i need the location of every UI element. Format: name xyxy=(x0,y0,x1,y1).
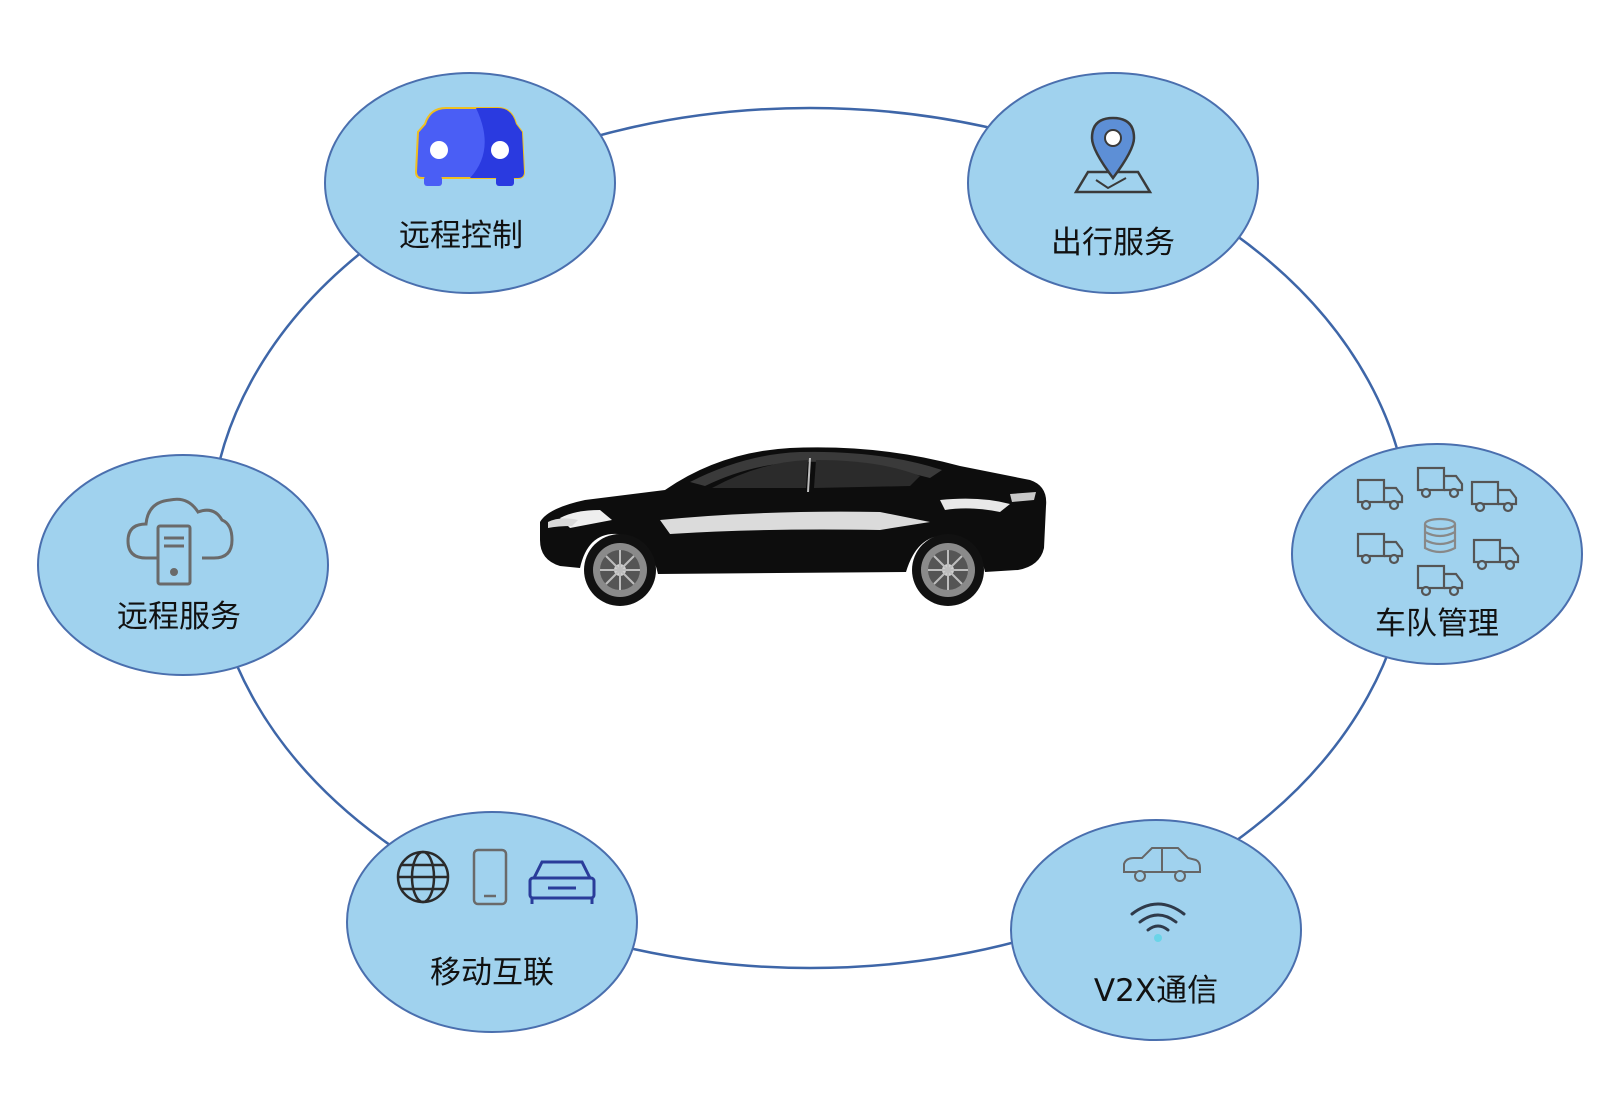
node-label: 出行服务 xyxy=(1051,225,1175,261)
map-pin-icon xyxy=(1073,116,1153,194)
node-travel-service[interactable]: 出行服务 xyxy=(967,72,1259,294)
rear-wheel xyxy=(912,534,984,606)
database-icon xyxy=(1423,517,1457,554)
node-label: 远程服务 xyxy=(117,599,241,635)
car-wifi-icon xyxy=(1123,847,1201,942)
node-label: 车队管理 xyxy=(1375,606,1499,642)
node-fleet-management[interactable]: 车队管理 xyxy=(1291,443,1583,665)
truck-icon xyxy=(1472,538,1520,571)
car-front-icon xyxy=(414,107,526,186)
truck-icon xyxy=(1416,564,1464,597)
truck-fleet-database-icon xyxy=(1356,466,1520,597)
truck-icon xyxy=(1356,532,1404,565)
node-v2x[interactable]: V2X通信 xyxy=(1010,819,1302,1041)
node-label: 远程控制 xyxy=(399,218,523,254)
truck-icon xyxy=(1416,466,1464,499)
node-remote-service[interactable]: 远程服务 xyxy=(37,454,329,676)
node-remote-control[interactable]: 远程控制 xyxy=(324,72,616,294)
center-car-image xyxy=(540,447,1047,606)
globe-icon xyxy=(396,850,450,904)
truck-icon xyxy=(1356,478,1404,511)
car-front-outline-icon xyxy=(528,860,596,904)
node-label: 移动互联 xyxy=(430,955,554,991)
node-label: V2X通信 xyxy=(1094,973,1218,1009)
car-side-icon xyxy=(1123,847,1201,882)
truck-icon xyxy=(1470,480,1518,513)
smartphone-icon xyxy=(472,848,508,906)
wifi-icon xyxy=(1130,902,1186,942)
cloud-server-icon xyxy=(126,497,234,586)
front-wheel xyxy=(584,534,656,606)
node-mobile-internet[interactable]: 移动互联 xyxy=(346,811,638,1033)
